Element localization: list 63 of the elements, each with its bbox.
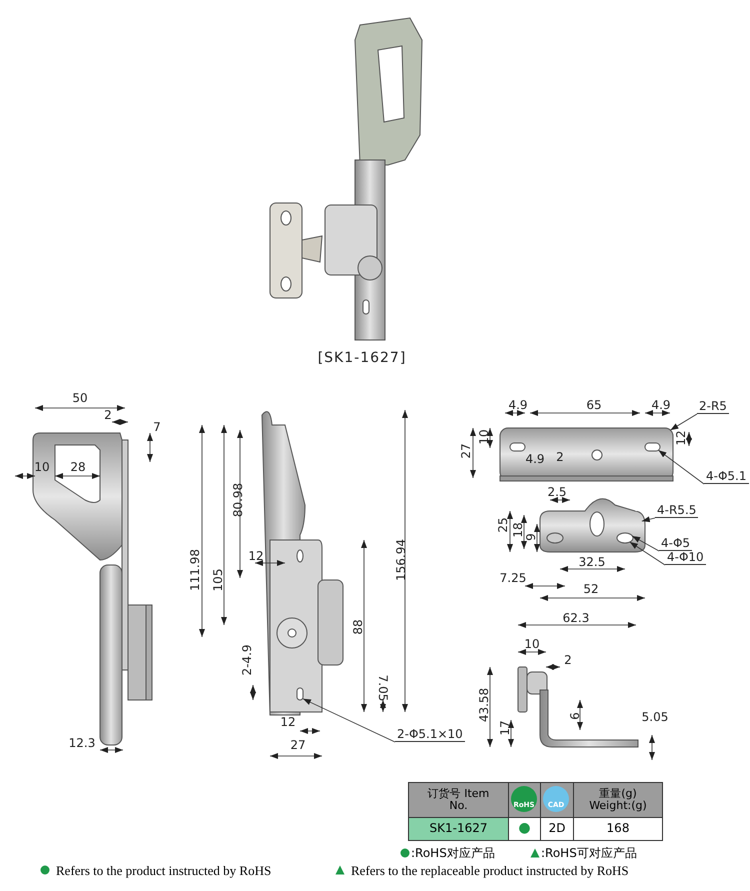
- dimension-value: 105: [212, 568, 224, 592]
- leader-line: [670, 414, 698, 431]
- dimension-value: 32.5: [578, 556, 606, 568]
- dimension-value: 12: [675, 430, 687, 446]
- dimension-value: 156.94: [395, 539, 407, 581]
- dimension-value: 10: [478, 429, 490, 445]
- dimension-value: 6: [569, 712, 581, 720]
- table-cell: 168: [573, 817, 663, 841]
- dimension-value: 43.58: [478, 688, 490, 722]
- table-header-cell: 重量(g) Weight:(g): [573, 782, 663, 818]
- keeper-top-view-drawing: [500, 428, 674, 482]
- dimension-value: 88: [352, 619, 364, 635]
- leader-line: [658, 450, 704, 484]
- table-header-cell: 订货号 Item No.: [408, 782, 509, 818]
- callout-label: 4-Φ10: [665, 551, 706, 565]
- callout-label: 4-Φ5: [659, 537, 692, 551]
- legend-text: :RoHS对应产品: [411, 847, 495, 859]
- leader-line: [632, 536, 660, 552]
- dimension-value: 28: [70, 461, 86, 473]
- dimension-value: 12: [280, 716, 296, 728]
- dimension-value: 9: [525, 533, 537, 541]
- dimension-value: 7: [153, 421, 161, 433]
- dimension-value: 4.9: [651, 399, 671, 411]
- keeper-front-view-drawing: [540, 498, 646, 552]
- dimension-value: 17: [499, 720, 511, 736]
- dimension-value: 65: [586, 399, 602, 411]
- dimension-value: 52: [583, 583, 599, 595]
- mounting-slot: [296, 688, 304, 700]
- legend-text: Refers to the replaceable product instructed by RoHS: [351, 864, 629, 877]
- table-cell: SK1-1627: [408, 817, 509, 841]
- dimension-value: 50: [72, 392, 88, 404]
- dimension-value: 12: [248, 550, 264, 562]
- part-number-caption: [SK1-1627]: [318, 351, 406, 365]
- callout-label: 4-Φ5.1: [704, 470, 748, 484]
- dimension-value: 80.98: [232, 482, 244, 518]
- dimension-value: 2: [564, 654, 572, 666]
- dimension-value: 62.3: [562, 612, 590, 624]
- dimension-value: 25: [497, 517, 509, 533]
- callout-label: 2-R5: [697, 400, 729, 414]
- dimension-value: 2.5: [547, 486, 567, 498]
- legend-text: Refers to the product instructed by RoHS: [56, 864, 272, 877]
- dimension-value: 4.9: [525, 453, 545, 465]
- dimension-value: 4.9: [508, 399, 528, 411]
- leader-line: [641, 516, 656, 522]
- dimension-value: 7.05: [377, 674, 389, 702]
- legend-text: :RoHS可对应产品: [541, 847, 637, 859]
- leader-line: [629, 542, 666, 566]
- dimension-value: 111.98: [189, 549, 201, 591]
- dimension-value: 2: [104, 409, 112, 421]
- dimension-value: 10: [34, 461, 50, 473]
- dimension-value: 2: [556, 451, 564, 463]
- dimension-value: 2-4.9: [241, 644, 253, 676]
- dimension-value: 5.05: [642, 711, 668, 723]
- dimension-value: 7.25: [500, 572, 526, 584]
- callout-label: 4-R5.5: [655, 504, 698, 518]
- mounting-slot: [644, 442, 660, 452]
- dimension-value: 27: [290, 739, 306, 751]
- leader-line: [302, 698, 396, 742]
- dimension-value: 27: [460, 443, 472, 459]
- dimension-value: 18: [512, 522, 524, 538]
- dimension-value: 10: [524, 638, 540, 650]
- callout-label: 2-Φ5.1×10: [395, 728, 465, 742]
- dimension-value: 12.3: [68, 737, 96, 749]
